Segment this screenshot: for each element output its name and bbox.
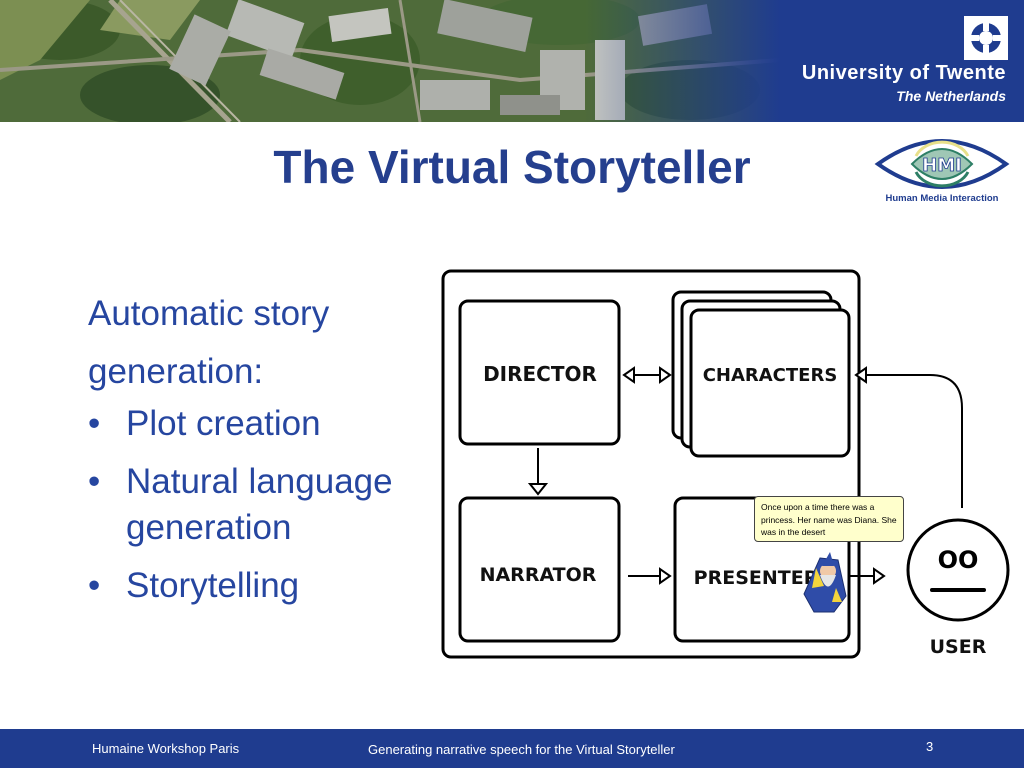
bullet-item: • Natural language generation xyxy=(88,459,438,551)
slide-footer: Humaine Workshop Paris Generating narrat… xyxy=(0,729,1024,768)
university-country: The Netherlands xyxy=(896,88,1006,104)
footer-talk-title: Generating narrative speech for the Virt… xyxy=(368,742,675,757)
narrator-box xyxy=(458,496,621,643)
user-eyes: OO xyxy=(938,546,979,574)
footer-event: Humaine Workshop Paris xyxy=(92,741,240,756)
architecture-diagram: DIRECTOR CHARACTERS NARRATOR PRESENTER xyxy=(441,269,1010,659)
presenter-user-arrow xyxy=(848,567,886,585)
hmi-caption: Human Media Interaction xyxy=(885,193,999,204)
university-name: University of Twente xyxy=(801,62,1006,84)
user-characters-arrow xyxy=(854,366,963,508)
bullet-icon: • xyxy=(88,462,101,501)
slide-title: The Virtual Storyteller xyxy=(273,141,751,193)
director-narrator-arrow xyxy=(527,448,549,496)
campus-aerial-photo xyxy=(0,0,780,122)
eye-logo-icon: HMI xyxy=(874,139,1010,189)
director-label: DIRECTOR xyxy=(483,362,597,386)
hmi-logo: HMI xyxy=(872,126,1012,208)
narrator-label: NARRATOR xyxy=(480,564,597,586)
speech-bubble: Once upon a time there was a princess. H… xyxy=(754,496,904,542)
director-characters-arrow xyxy=(622,366,672,384)
user-label: USER xyxy=(930,636,987,658)
director-box xyxy=(458,299,621,446)
bullet-icon: • xyxy=(88,404,101,443)
hmi-letters: HMI xyxy=(922,155,962,176)
bullet-text: Plot creation xyxy=(126,404,321,443)
bullet-text: Storytelling xyxy=(126,566,300,605)
intro-line: Automatic story xyxy=(88,294,330,333)
bullet-item: • Storytelling xyxy=(88,563,438,609)
bullet-item: • Plot creation xyxy=(88,401,438,447)
bullet-list: • Plot creation • Natural language gener… xyxy=(88,401,438,609)
narrator-presenter-arrow xyxy=(628,567,672,585)
slide-body: Automatic story generation: • Plot creat… xyxy=(88,285,438,621)
wizard-avatar-icon xyxy=(803,552,847,613)
intro-line: generation: xyxy=(88,352,264,391)
characters-label: CHARACTERS xyxy=(703,365,838,386)
user-face-icon: OO xyxy=(906,518,1010,622)
page-number: 3 xyxy=(926,739,934,754)
characters-box-front xyxy=(689,308,851,458)
university-of-twente-logo-icon xyxy=(964,16,1008,60)
header-banner: University of Twente The Netherlands xyxy=(0,0,1024,122)
bullet-text: Natural language generation xyxy=(126,462,393,547)
bullet-icon: • xyxy=(88,566,101,605)
presenter-label: PRESENTER xyxy=(694,567,819,589)
